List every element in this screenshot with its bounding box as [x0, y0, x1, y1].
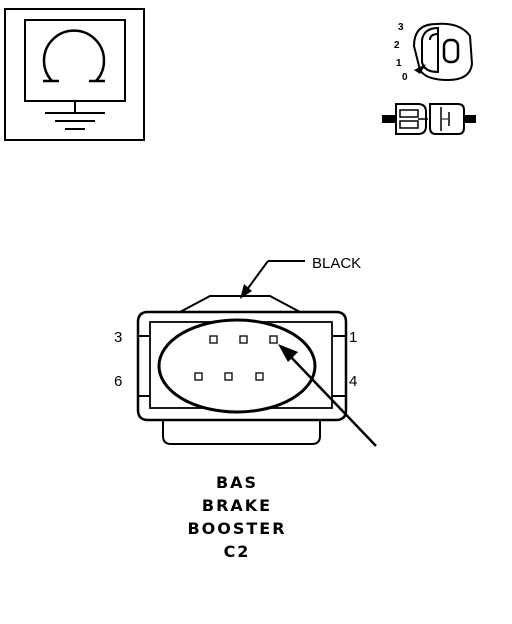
ignition-position-3: 3 — [398, 22, 404, 33]
pin-cavity-4 — [255, 372, 264, 381]
pin-cavity-5 — [224, 372, 233, 381]
ignition-position-0: 0 — [402, 72, 408, 83]
pin-label-1: 1 — [349, 329, 357, 346]
pin-cavity-3 — [209, 335, 218, 344]
pin-label-4: 4 — [349, 373, 357, 390]
ignition-position-1: 1 — [396, 58, 402, 69]
connector-color-label: BLACK — [312, 255, 361, 272]
pin-cavities — [194, 335, 278, 381]
connector-body — [136, 295, 348, 445]
caption-line-3: BOOSTER — [187, 519, 286, 538]
ignition-key-icon: 3 2 1 0 — [394, 22, 474, 83]
caption-line-2: BRAKE — [202, 496, 272, 515]
caption-line-1: BAS — [216, 473, 258, 492]
caption-line-4: C2 — [224, 542, 251, 561]
pin-cavity-1 — [269, 335, 278, 344]
pin-label-6: 6 — [114, 373, 122, 390]
ground-symbol-icon — [4, 8, 145, 141]
pin-label-3: 3 — [114, 329, 122, 346]
pin-cavity-6 — [194, 372, 203, 381]
ignition-position-2: 2 — [394, 40, 400, 51]
pin-1-pointer-arrow — [278, 344, 377, 447]
connector-color-callout: BLACK — [240, 255, 361, 299]
mating-connector-icon — [382, 103, 476, 135]
connector-caption: BAS BRAKE BOOSTER C2 — [187, 473, 286, 561]
pin-cavity-2 — [239, 335, 248, 344]
